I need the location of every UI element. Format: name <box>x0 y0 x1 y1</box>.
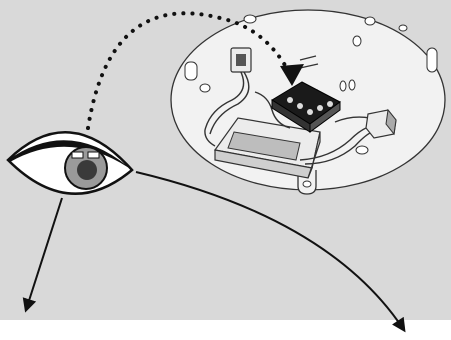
screw-hole <box>355 145 369 155</box>
terminal-screw <box>297 103 303 109</box>
right-connector <box>365 108 397 139</box>
terminal-screw <box>317 105 323 111</box>
box-side <box>307 131 321 179</box>
screw-hole <box>364 16 376 26</box>
screw-hole <box>352 35 362 47</box>
wire <box>304 130 375 165</box>
screw-hole <box>348 79 356 91</box>
mounting-slot <box>426 47 438 73</box>
connector-side <box>385 108 397 136</box>
junction-box <box>213 117 321 179</box>
terminal-screw <box>307 109 313 115</box>
down-right-arrow <box>135 171 406 333</box>
screw-hole <box>199 83 211 93</box>
screw-hole <box>339 80 347 92</box>
switch-face <box>236 54 246 66</box>
wire <box>209 71 250 135</box>
screw-hole <box>243 14 257 24</box>
wire <box>204 69 245 147</box>
mounting-slot <box>184 61 198 81</box>
wire <box>254 91 291 129</box>
down-left-arrow <box>22 197 63 313</box>
screw-hole <box>302 180 312 188</box>
switch-component <box>230 47 252 73</box>
eye-icon <box>6 131 134 195</box>
terminal-side <box>309 101 341 133</box>
eye-pupil <box>77 160 97 180</box>
eye-highlight <box>87 151 100 159</box>
eye-highlight <box>71 151 84 159</box>
dotted-pointer-line <box>86 11 292 130</box>
terminal-block <box>271 81 341 133</box>
terminal-screw <box>287 97 293 103</box>
bottom-strip <box>0 320 451 340</box>
eye-upper-lid <box>8 140 132 170</box>
terminal-screw <box>327 101 333 107</box>
screw-hole <box>398 24 408 32</box>
wire <box>299 63 319 69</box>
box-cavity <box>227 131 301 161</box>
dotted-pointer-arrowhead <box>280 64 304 86</box>
wire <box>299 55 317 61</box>
